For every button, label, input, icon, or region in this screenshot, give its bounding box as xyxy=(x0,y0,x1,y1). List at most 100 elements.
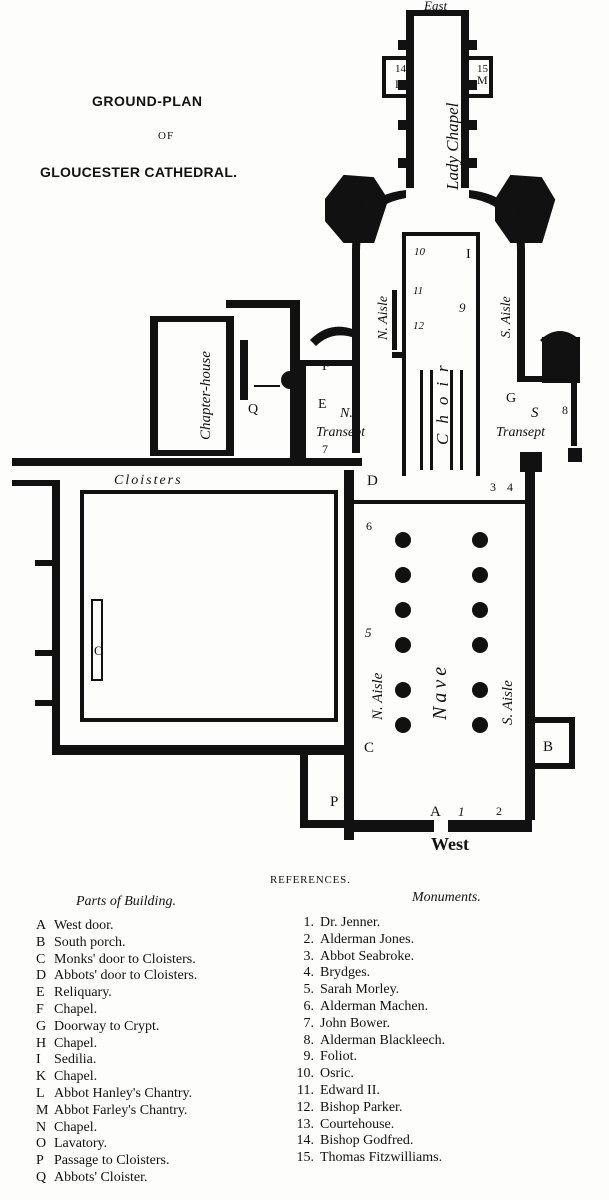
parts-key: P xyxy=(36,1153,44,1169)
monuments-item: 10. Osric. xyxy=(290,1066,445,1083)
monuments-text: Foliot. xyxy=(320,1049,357,1065)
marker-c: C xyxy=(364,740,374,756)
parts-text: Chapel. xyxy=(54,1119,98,1135)
marker-3: 3 xyxy=(490,480,496,494)
monuments-item: 6. Alderman Machen. xyxy=(290,999,445,1016)
parts-text: Chapel. xyxy=(54,1035,98,1051)
monuments-item: 1. Dr. Jenner. xyxy=(290,915,445,932)
monuments-heading: Monuments. xyxy=(412,890,481,905)
monuments-text: Edward II. xyxy=(320,1082,380,1098)
parts-text: Passage to Cloisters. xyxy=(54,1153,170,1169)
marker-p: P xyxy=(330,794,338,810)
marker-8: 8 xyxy=(562,403,568,417)
parts-key: F xyxy=(36,1001,44,1017)
monuments-key: 6. xyxy=(303,998,315,1014)
marker-k: K xyxy=(352,213,362,228)
references-heading: REFERENCES. xyxy=(270,874,351,886)
parts-key: K xyxy=(36,1069,47,1085)
monuments-key: 12. xyxy=(296,1099,315,1115)
monuments-text: Sarah Morley. xyxy=(320,982,400,998)
monuments-text: Osric. xyxy=(320,1066,354,1082)
monuments-item: 13. Courtehouse. xyxy=(290,1117,445,1134)
lady-chapel-label: Lady Chapel xyxy=(443,102,462,191)
marker-q: Q xyxy=(248,402,258,417)
monuments-key: 10. xyxy=(296,1066,315,1082)
s-transept-letter: S xyxy=(531,405,539,421)
parts-text: Reliquary. xyxy=(54,985,112,1001)
parts-text: Chapel. xyxy=(54,1069,98,1085)
chapter-house-label: Chapter-house xyxy=(198,351,214,440)
parts-text: Abbot Farley's Chantry. xyxy=(54,1102,188,1118)
parts-item: M Abbot Farley's Chantry. xyxy=(36,1103,197,1120)
parts-key: I xyxy=(36,1052,41,1068)
parts-text: Monks' door to Cloisters. xyxy=(54,951,196,967)
monuments-key: 13. xyxy=(296,1116,315,1132)
monuments-key: 9. xyxy=(303,1049,315,1065)
parts-text: South porch. xyxy=(54,934,126,950)
monuments-text: Dr. Jenner. xyxy=(320,915,381,930)
parts-text: Abbots' Cloister. xyxy=(54,1169,148,1185)
parts-key: N xyxy=(36,1119,47,1135)
monuments-key: 11. xyxy=(297,1082,314,1098)
marker-l: L xyxy=(395,77,402,91)
transept-walls xyxy=(300,326,582,472)
monuments-item: 14.Bishop Godfred. xyxy=(290,1133,445,1150)
choir-label: Choir xyxy=(433,355,452,445)
marker-5: 5 xyxy=(365,625,372,640)
monuments-item: 3.Abbot Seabroke. xyxy=(290,949,445,966)
nave-n-aisle-label: N. Aisle xyxy=(370,672,386,721)
n-transept-letter: N. xyxy=(339,406,353,421)
marker-9: 9 xyxy=(459,300,466,315)
monuments-item: 9. Foliot. xyxy=(290,1049,445,1066)
parts-key: Q xyxy=(36,1169,47,1185)
monuments-key: 8. xyxy=(303,1032,315,1048)
marker-12: 12 xyxy=(413,320,425,332)
monuments-text: Abbot Seabroke. xyxy=(320,948,415,964)
nave-s-aisle-label: S. Aisle xyxy=(500,680,516,725)
marker-o: O xyxy=(94,643,103,658)
parts-text: West door. xyxy=(54,918,114,933)
parts-key: O xyxy=(36,1136,47,1152)
marker-4: 4 xyxy=(507,480,513,494)
marker-2: 2 xyxy=(496,804,502,818)
marker-15: 15 xyxy=(477,63,489,75)
monuments-key: 4. xyxy=(303,965,315,981)
marker-b: B xyxy=(543,739,553,755)
marker-13: 13 xyxy=(352,200,364,212)
monuments-item: 2.Alderman Jones. xyxy=(290,932,445,949)
monuments-item: 8.Alderman Blackleech. xyxy=(290,1032,446,1050)
parts-item: N Chapel. xyxy=(36,1120,197,1137)
parts-key: B xyxy=(36,934,46,950)
parts-key: E xyxy=(36,985,45,1001)
monuments-text: Brydges. xyxy=(320,965,371,981)
parts-key: M xyxy=(36,1102,49,1118)
west-label: West xyxy=(431,834,469,854)
parts-text: Sedilia. xyxy=(54,1052,97,1068)
parts-text: Doorway to Crypt. xyxy=(54,1018,160,1034)
parts-item: Q Abbots' Cloister. xyxy=(36,1170,197,1187)
s-transept-label: Transept xyxy=(496,425,546,440)
marker-n: N xyxy=(516,205,526,220)
monuments-text: Thomas Fitzwilliams. xyxy=(320,1150,443,1166)
n-transept-label: Transept xyxy=(316,425,366,440)
monuments-item: 4. Brydges. xyxy=(290,965,445,982)
nave-label: Nave xyxy=(429,663,451,721)
monuments-text: Alderman Machen. xyxy=(320,998,429,1014)
monuments-key: 1. xyxy=(303,915,315,930)
parts-item: P Passage to Cloisters. xyxy=(36,1153,197,1170)
ground-plan: East West Lady Chapel Chapter-house Cloi… xyxy=(12,0,582,854)
map-title-line1: GROUND-PLAN xyxy=(92,93,203,109)
monuments-text: Courtehouse. xyxy=(320,1116,395,1132)
marker-14: 14 xyxy=(395,63,407,75)
choir-n-aisle-label: N. Aisle xyxy=(376,296,391,341)
monuments-text: Alderman Jones. xyxy=(320,931,415,947)
choir-walls xyxy=(325,174,556,476)
